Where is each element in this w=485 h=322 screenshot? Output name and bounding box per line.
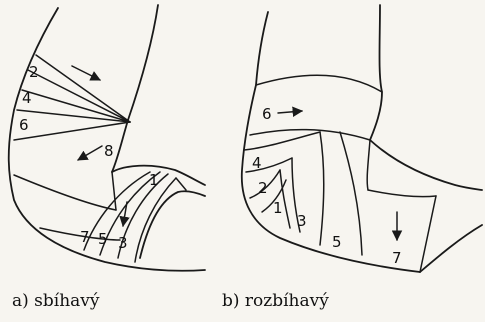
turn-a-7: 7 <box>80 228 90 246</box>
turn-b-7: 7 <box>392 249 402 267</box>
turn-a-5: 5 <box>98 230 108 248</box>
arm-b-forearm-bottom <box>420 225 482 272</box>
turn-a-1: 1 <box>149 171 159 189</box>
elbow-b: 6 4 2 1 3 5 7 <box>242 5 482 272</box>
turn-a-8: 8 <box>104 142 114 160</box>
turn-b-4: 4 <box>252 154 262 172</box>
arm-b-inner-outline <box>370 5 382 140</box>
elbow-a: 2 4 6 8 1 3 5 7 <box>9 5 205 271</box>
arm-a-forearm-bottom <box>140 191 205 258</box>
arm-a-inner-outline <box>112 5 158 172</box>
caption-a: a) sbíhavý <box>12 291 100 311</box>
turn-a-3: 3 <box>118 234 128 252</box>
turn-b-2: 2 <box>258 179 268 197</box>
turn-a-2: 2 <box>29 63 39 81</box>
turn-a-4: 4 <box>22 89 32 107</box>
turn-b-5: 5 <box>332 233 342 251</box>
arm-b-upper-outline <box>242 12 420 272</box>
caption-b: b) rozbíhavý <box>222 291 329 311</box>
turn-b-3: 3 <box>297 212 307 230</box>
turn-b-1: 1 <box>273 199 283 217</box>
turn-a-6: 6 <box>19 116 29 134</box>
arm-b-forearm-top <box>370 140 482 190</box>
turn-b-6: 6 <box>262 105 272 123</box>
